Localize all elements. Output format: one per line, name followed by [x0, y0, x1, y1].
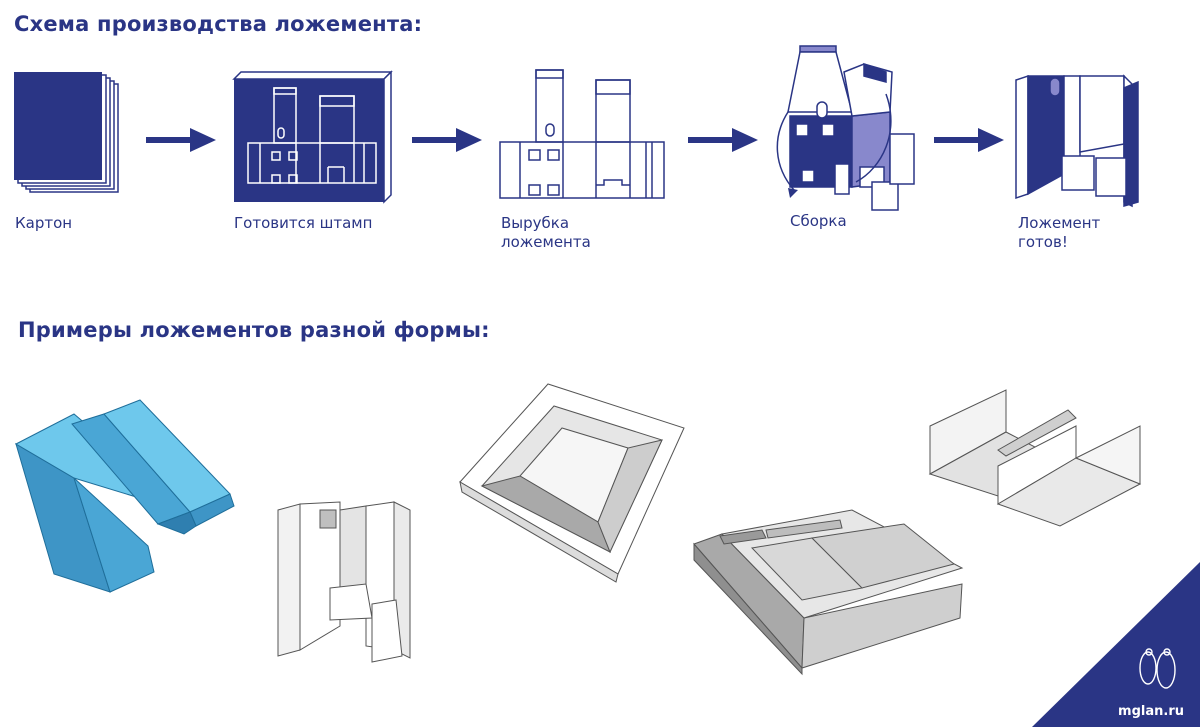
arrow-right-icon	[412, 128, 482, 152]
white-upright-insert-image	[277, 501, 411, 663]
arrow-right-icon	[146, 128, 216, 152]
step-caption-line: Ложемент	[1018, 214, 1101, 232]
site-url[interactable]: mglan.ru	[1118, 704, 1184, 719]
process-title: Схема производства ложемента:	[14, 12, 423, 36]
die-cut-flat-icon	[499, 69, 665, 199]
cardboard-stack-icon	[14, 72, 119, 193]
arrow-right-icon	[934, 128, 1004, 152]
step-die-caption: Готовится штамп	[234, 214, 372, 233]
step-cutting-caption: Вырубка ложемента	[501, 214, 591, 252]
blue-insert-image	[14, 399, 235, 593]
finished-insert-icon	[1015, 74, 1139, 208]
step-caption-line: Вырубка	[501, 214, 570, 232]
step-cardboard-caption: Картон	[15, 214, 72, 233]
step-caption-line: готов!	[1018, 233, 1068, 251]
magellan-logo-icon	[1139, 648, 1176, 689]
examples-title: Примеры ложементов разной формы:	[18, 318, 490, 342]
step-caption-line: Картон	[15, 214, 73, 232]
die-stamp-icon	[232, 70, 393, 204]
grey-divided-tray-image	[693, 509, 964, 676]
step-assembly-caption: Сборка	[790, 212, 847, 231]
footer-corner-triangle	[1032, 562, 1200, 727]
step-caption-line: ложемента	[501, 233, 591, 251]
square-tray-image	[459, 383, 685, 583]
assembly-icon	[776, 45, 915, 211]
white-open-insert-image	[928, 389, 1142, 527]
step-finished-caption: Ложемент готов!	[1018, 214, 1100, 252]
step-caption-line: Готовится штамп	[234, 214, 373, 232]
step-caption-line: Сборка	[790, 212, 847, 230]
arrow-right-icon	[688, 128, 758, 152]
